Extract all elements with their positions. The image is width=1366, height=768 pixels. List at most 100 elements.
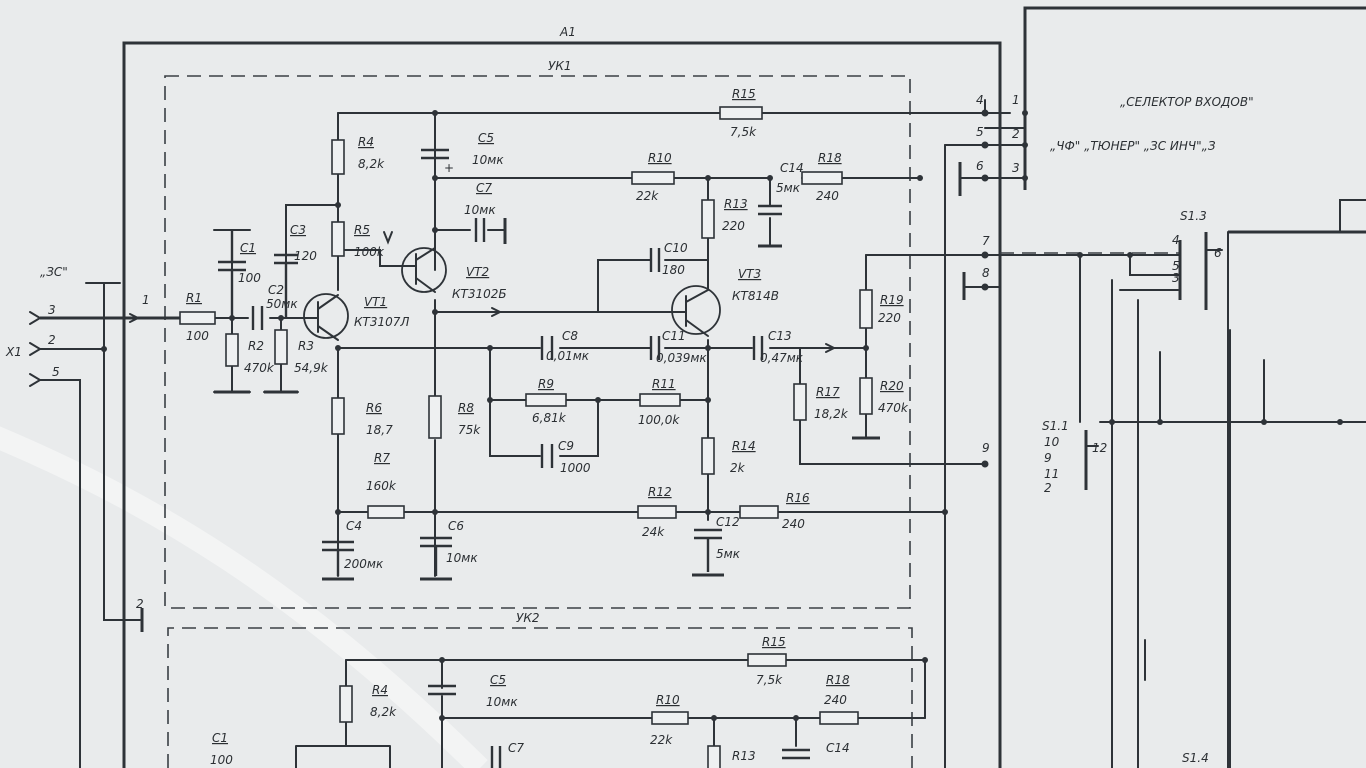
- resistor-r3: [274, 329, 288, 365]
- value-c10: 180: [662, 263, 685, 277]
- label-r5: R5: [354, 223, 370, 237]
- uk2-resistor-r4: [339, 685, 353, 723]
- label-r4: R4: [358, 135, 374, 149]
- value-r13: 220: [722, 219, 745, 233]
- uk1-wiring: [213, 99, 1366, 768]
- value-r15: 7,5k: [730, 125, 757, 139]
- resistor-r2: [225, 333, 239, 367]
- value-c1: 100: [238, 271, 261, 285]
- pin-6: 6: [976, 159, 984, 173]
- value-vt2: КТ3102Б: [452, 287, 507, 301]
- transistor-vt1: [303, 293, 349, 341]
- pin-7: 7: [982, 234, 990, 248]
- uk2-resistor-r10: [651, 711, 689, 725]
- capacitor-c7: [474, 218, 486, 242]
- resistor-r15: [719, 106, 763, 120]
- x1-pin-2: 2: [48, 333, 56, 347]
- value-vt1: КТ3107Л: [354, 315, 409, 329]
- label-r11: R11: [652, 377, 676, 391]
- value-uk2-r10: 22k: [650, 733, 673, 747]
- label-r6: R6: [366, 401, 382, 415]
- capacitor-c5: [421, 148, 449, 160]
- resistor-r8: [428, 395, 442, 439]
- label-r2: R2: [248, 339, 264, 353]
- value-uk2-r15: 7,5k: [756, 673, 783, 687]
- value-r7: 160k: [366, 479, 397, 493]
- resistor-r1: [179, 311, 216, 325]
- uk2-resistor-r18: [819, 711, 859, 725]
- resistor-r18: [801, 171, 843, 185]
- value-r9: 6,81k: [532, 411, 567, 425]
- pin-5: 5: [976, 125, 984, 139]
- label-r1: R1: [186, 291, 202, 305]
- value-r8: 75k: [458, 423, 481, 437]
- capacitor-c13: [752, 336, 764, 360]
- capacitor-c1: [218, 230, 246, 318]
- label-c5: C5: [478, 131, 494, 145]
- label-uk2-c5: C5: [490, 673, 506, 687]
- paper-crease: [0, 426, 488, 768]
- pin-1: 1: [1012, 93, 1020, 107]
- connector-label: „ЗС": [40, 265, 68, 279]
- value-c14: 5мк: [776, 181, 801, 195]
- label-c9: C9: [558, 439, 574, 453]
- label-vt1: VT1: [364, 295, 387, 309]
- capacitor-c3: [274, 253, 298, 318]
- resistor-r20: [859, 377, 873, 415]
- value-r17: 18,2k: [814, 407, 849, 421]
- label-uk2-r10: R10: [656, 693, 680, 707]
- value-r4: 8,2k: [358, 157, 385, 171]
- module-uk2-frame: УК2: [167, 611, 913, 768]
- label-r10: R10: [648, 151, 672, 165]
- s13-pin-6: 6: [1214, 246, 1222, 260]
- capacitor-c9: [540, 444, 554, 468]
- value-c2: 50мк: [266, 297, 298, 311]
- label-r14: R14: [732, 439, 756, 453]
- label-r16: R16: [786, 491, 810, 505]
- module-a1-frame: A1: [122, 25, 1002, 768]
- input-connector-x1: „ЗС" X1 3 2 5 2 1: [5, 265, 180, 768]
- label-r15: R15: [732, 87, 756, 101]
- pin-2: 2: [1012, 127, 1020, 141]
- value-vt3: КТ814В: [732, 289, 779, 303]
- value-c8: 0,01мк: [546, 349, 590, 363]
- resistor-r16: [739, 505, 779, 519]
- value-r10: 22k: [636, 189, 659, 203]
- value-r1: 100: [186, 329, 209, 343]
- block-uk2-label: УК2: [516, 611, 539, 625]
- label-c4: C4: [346, 519, 362, 533]
- label-r13: R13: [724, 197, 748, 211]
- selector-title: „СЕЛЕКТОР ВХОДОВ": [1120, 95, 1254, 109]
- value-r18: 240: [816, 189, 839, 203]
- pin-9: 9: [982, 441, 990, 455]
- pin-4: 4: [976, 93, 984, 107]
- value-r5: 100k: [354, 245, 385, 259]
- transistor-vt3: [669, 285, 721, 337]
- resistor-r6: [331, 397, 345, 435]
- label-uk2-r13: R13: [732, 749, 756, 763]
- s11-pin-2: 2: [1044, 481, 1052, 495]
- uk2-resistor-r15: [747, 653, 787, 667]
- value-r16: 240: [782, 517, 805, 531]
- resistor-r9: [525, 393, 567, 407]
- capacitor-c10: [649, 248, 661, 272]
- label-r20: R20: [880, 379, 904, 393]
- label-r9: R9: [538, 377, 554, 391]
- signal-arrows: [129, 231, 837, 353]
- s11-pin-12: 12: [1092, 441, 1107, 455]
- resistor-r11: [639, 393, 681, 407]
- label-r8: R8: [458, 401, 474, 415]
- resistor-r14: [701, 437, 715, 475]
- label-r12: R12: [648, 485, 672, 499]
- label-c8: C8: [562, 329, 578, 343]
- value-r14: 2k: [730, 461, 746, 475]
- value-c7: 10мк: [464, 203, 496, 217]
- value-c4: 200мк: [344, 557, 384, 571]
- s13-pin-3: 3: [1172, 271, 1180, 285]
- capacitor-c8: [540, 336, 554, 360]
- label-c6: C6: [448, 519, 464, 533]
- resistor-r12: [637, 505, 677, 519]
- value-r19: 220: [878, 311, 901, 325]
- block-uk1-label: УК1: [548, 59, 571, 73]
